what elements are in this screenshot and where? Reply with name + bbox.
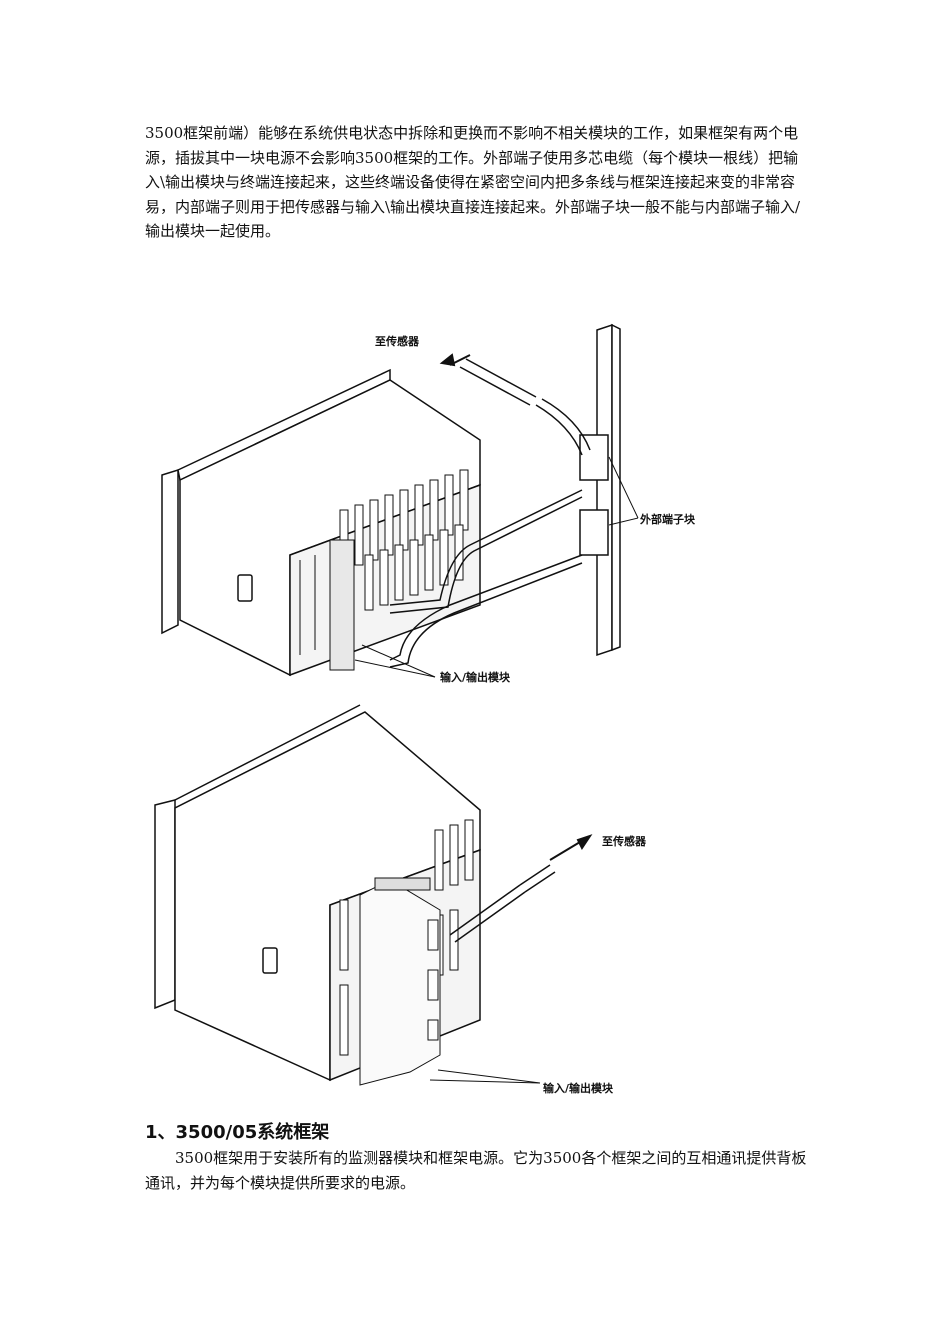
- sensor-arrow: [439, 353, 471, 367]
- figure-internal-terminal: 至传感器 输入/输出模块: [150, 700, 650, 1100]
- section-paragraph: 3500框架用于安装所有的监测器模块和框架电源。它为3500各个框架之间的互相通…: [145, 1149, 807, 1192]
- module-slots: [329, 469, 469, 671]
- intro-paragraph: 3500框架前端）能够在系统供电状态中拆除和更换而不影响不相关模块的工作，如果框…: [145, 124, 801, 240]
- label-io-module: 输入/输出模块: [543, 1081, 614, 1095]
- label-io-module: 输入/输出模块: [440, 670, 511, 684]
- section-heading: 1、3500/05系统框架: [145, 1122, 330, 1143]
- sensor-cable: [449, 864, 556, 943]
- rack-external-terminal-illustration: 至传感器 外部端子块 输入/输出模块: [161, 323, 696, 684]
- rack-internal-terminal-illustration: 至传感器 输入/输出模块: [154, 704, 647, 1095]
- figure-external-terminal: 至传感器 外部端子块 输入/输出模块: [150, 315, 750, 695]
- label-external-terminal-block: 外部端子块: [639, 512, 696, 526]
- sensor-cable: [459, 358, 591, 456]
- ribbon-cables: [389, 489, 583, 668]
- module-slots: [339, 819, 474, 1086]
- label-to-sensor: 至传感器: [375, 334, 420, 348]
- sensor-arrow: [549, 834, 593, 861]
- label-to-sensor: 至传感器: [602, 834, 647, 848]
- din-rail: [579, 323, 621, 657]
